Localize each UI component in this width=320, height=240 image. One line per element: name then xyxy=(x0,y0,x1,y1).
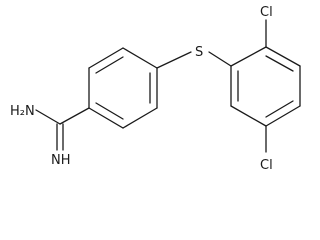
double-bond-inner xyxy=(265,100,294,118)
double-bond-inner xyxy=(95,56,124,74)
structure-canvas: H₂N NH S Cl Cl xyxy=(10,5,301,173)
chloro-top-label: Cl xyxy=(260,5,273,20)
sulfur-label: S xyxy=(195,45,203,60)
amidine-group xyxy=(35,107,90,151)
bond xyxy=(230,105,267,127)
imine-label: NH xyxy=(51,153,71,168)
bond xyxy=(88,47,124,69)
chloro-bottom-label: Cl xyxy=(260,158,273,173)
bond xyxy=(122,47,158,69)
bond xyxy=(88,107,124,129)
double-bond-inner xyxy=(95,102,124,120)
bond xyxy=(59,107,90,125)
bond xyxy=(208,51,232,67)
bond xyxy=(156,51,192,69)
bond xyxy=(265,46,301,67)
benzene-ring-left xyxy=(88,47,158,129)
thioether-bridge xyxy=(156,51,232,69)
bond xyxy=(230,46,267,67)
amine-label: H₂N xyxy=(10,104,35,119)
double-bond-inner xyxy=(265,55,294,72)
benzene-ring-right xyxy=(230,46,301,127)
bond xyxy=(122,107,158,129)
molecule-drawing: H₂N NH S Cl Cl xyxy=(10,5,301,173)
bond xyxy=(265,105,301,127)
bond xyxy=(35,109,61,125)
